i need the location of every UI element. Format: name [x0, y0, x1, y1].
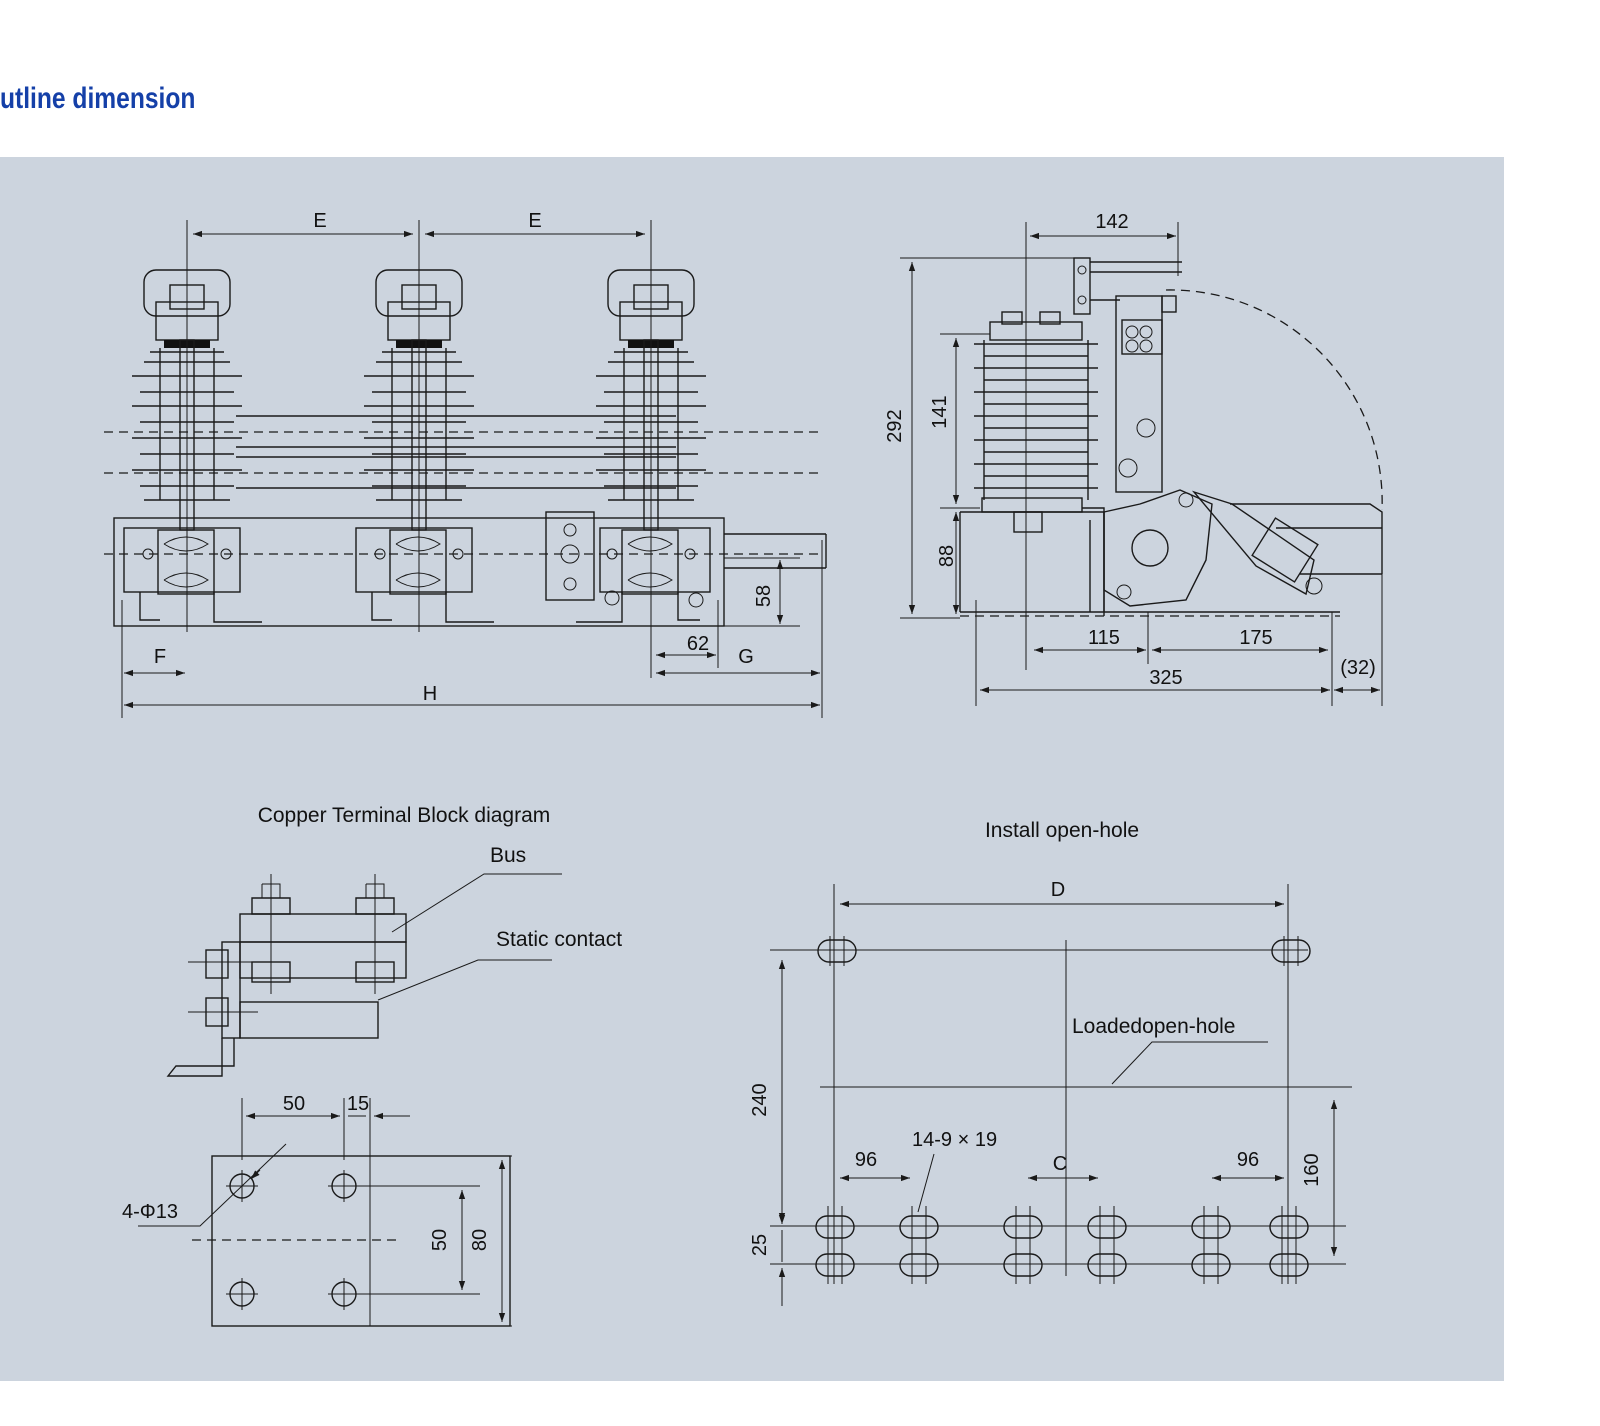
dim-h: H	[423, 683, 437, 705]
dim-e-2: E	[528, 210, 541, 232]
dim-f: F	[154, 646, 166, 668]
front-view: E E F 62 G 58 H	[104, 210, 827, 718]
terminal-block-diagram: Copper Terminal Block diagram Bus Static…	[122, 804, 622, 1327]
dim-96-right: 96	[1237, 1149, 1259, 1171]
dim-25: 25	[749, 1234, 771, 1256]
dim-141: 141	[929, 395, 951, 428]
pole-3	[576, 220, 711, 678]
dim-g: G	[738, 646, 754, 668]
dim-240: 240	[749, 1083, 771, 1116]
dim-80: 80	[469, 1229, 491, 1251]
dim-50-horizontal: 50	[283, 1093, 305, 1115]
side-view: 142 292 141 88 115 175 325 (32)	[884, 211, 1383, 706]
dim-88: 88	[936, 545, 958, 567]
dim-d: D	[1051, 879, 1065, 901]
static-contact-label: Static contact	[496, 928, 622, 951]
dim-175: 175	[1239, 627, 1272, 649]
dim-62: 62	[687, 633, 709, 655]
dim-e-1: E	[313, 210, 326, 232]
pole-1	[123, 220, 262, 632]
bus-label: Bus	[490, 844, 526, 867]
slot-rows	[815, 936, 1309, 1284]
loaded-hole-label: Loadedopen-hole	[1072, 1015, 1236, 1038]
dim-142: 142	[1095, 211, 1128, 233]
slot-callout: 14-9 × 19	[912, 1129, 997, 1151]
dim-292: 292	[884, 409, 906, 442]
install-hole-diagram: Install open-hole	[749, 819, 1352, 1306]
dim-115: 115	[1088, 627, 1120, 649]
pole-2	[355, 220, 494, 632]
dim-15: 15	[347, 1093, 369, 1115]
dim-c: C	[1053, 1153, 1067, 1175]
dim-50-vertical: 50	[429, 1229, 451, 1251]
dim-160: 160	[1301, 1153, 1323, 1186]
dim-325: 325	[1149, 667, 1182, 689]
dim-96-left: 96	[855, 1149, 877, 1171]
hole-callout: 4-Φ13	[122, 1201, 178, 1223]
page-heading: utline dimension	[0, 82, 196, 115]
dim-32: (32)	[1340, 657, 1376, 679]
terminal-block-title: Copper Terminal Block diagram	[258, 804, 551, 827]
dim-58: 58	[753, 585, 775, 607]
install-hole-title: Install open-hole	[985, 819, 1139, 842]
